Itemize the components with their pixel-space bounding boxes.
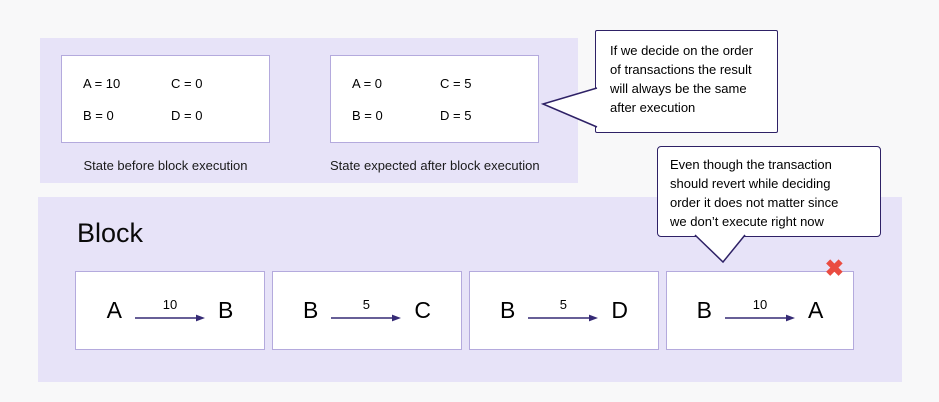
state-value-d: D = 0 [171,108,203,123]
transaction-to: B [218,297,234,323]
callout-revert-bubble: Even though the transaction should rever… [657,146,881,237]
callout-order-pointer-left [540,87,598,128]
state-before-box: A = 10 C = 0 B = 0 D = 0 [61,55,270,143]
transaction-box-a-to-b: A 10 B [75,271,265,350]
state-before-values: A = 10 C = 0 B = 0 D = 0 [83,76,269,123]
callout-order-text: If we decide on the order of transaction… [610,43,754,115]
transfer-arrow: 5 [331,297,402,323]
state-value-a: A = 10 [83,76,121,91]
transaction-from: B [500,297,516,323]
state-value-c: C = 0 [171,76,203,91]
transaction-box-b-to-a-rejected: ✖ B 10 A [666,257,854,350]
transfer-arrow: 10 [135,298,205,323]
transaction-to: D [611,297,628,323]
transaction-box-b-to-d: B 5 D [469,271,659,350]
reject-x-icon: ✖ [824,255,844,281]
transfer-arrow: 5 [528,297,599,323]
state-before-caption: State before block execution [83,158,248,173]
state-after-box: A = 0 C = 5 B = 0 D = 5 [330,55,539,143]
right-arrow-icon [331,314,402,322]
transfer-amount: 10 [752,297,768,312]
state-value-c: C = 5 [440,76,472,91]
state-value-a: A = 0 [352,76,382,91]
transaction-from: B [696,297,712,323]
transfer-amount: 5 [559,297,567,312]
state-value-b: B = 0 [83,108,114,123]
transaction-to: A [808,297,824,323]
transfer-arrow: 10 [725,298,795,323]
transfer-amount: 5 [362,297,370,312]
transaction-to: C [414,297,431,323]
state-value-d: D = 5 [440,108,472,123]
transaction-box-b-to-c: B 5 C [272,271,462,350]
state-after-caption: State expected after block execution [330,158,540,173]
block-title: Block [77,218,144,248]
callout-revert-pointer-down [694,234,746,264]
state-value-b: B = 0 [352,108,383,123]
transaction-from: B [303,297,319,323]
callout-order-bubble: If we decide on the order of transaction… [595,30,778,133]
right-arrow-icon [528,314,599,322]
right-arrow-icon [725,314,795,322]
transfer-amount: 10 [162,297,178,312]
state-after-values: A = 0 C = 5 B = 0 D = 5 [352,76,538,123]
transaction-from: A [106,297,122,323]
right-arrow-icon [135,314,205,322]
callout-revert-text: Even though the transaction should rever… [670,157,839,229]
